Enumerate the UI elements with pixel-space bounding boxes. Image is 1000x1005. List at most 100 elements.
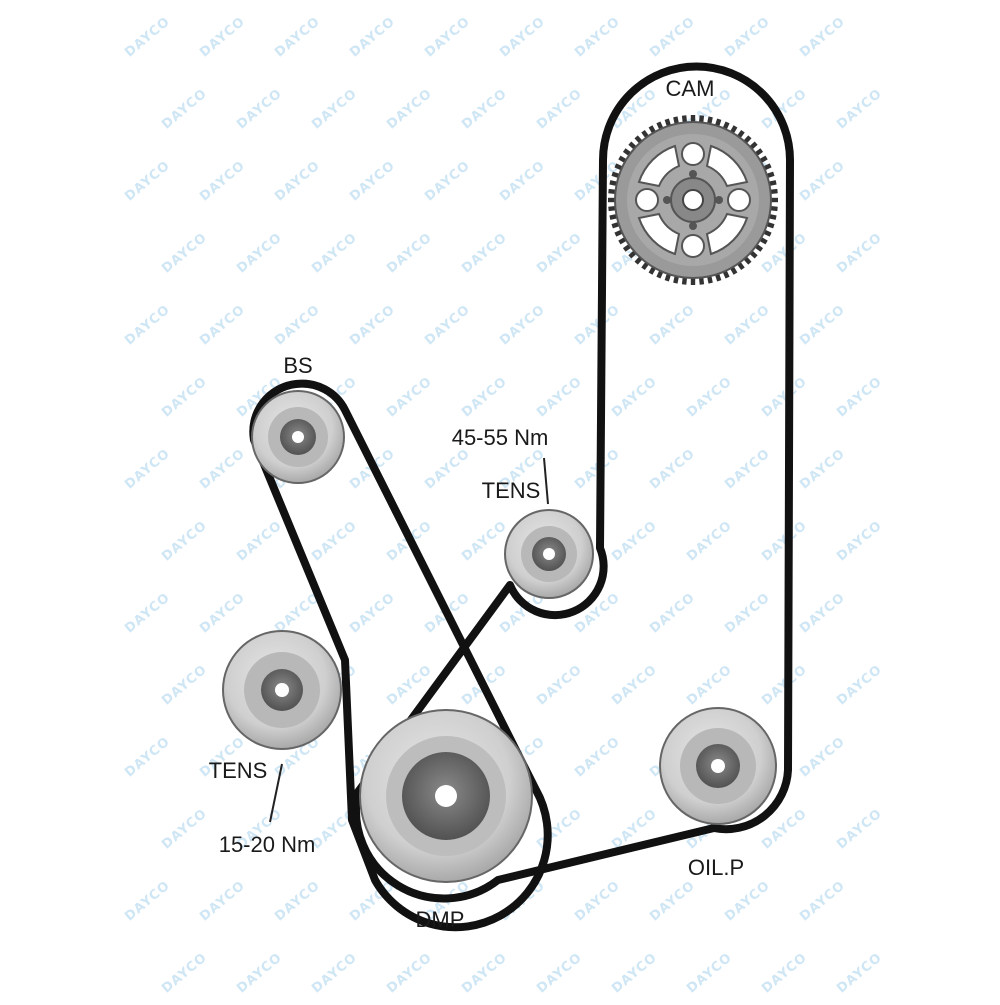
lower-tens-leader-line [269,763,283,823]
watermark-logo: DAYCO [197,158,248,204]
watermark-logo: DAYCO [234,518,285,564]
watermark-logo: DAYCO [722,878,773,924]
watermark-logo: DAYCO [459,518,510,564]
cam-window [635,188,659,212]
cam-window [727,188,751,212]
damper-pulley [359,709,533,883]
watermark-logo: DAYCO [647,14,698,60]
watermark-logo: DAYCO [834,230,885,276]
watermark-logo: DAYCO [834,806,885,852]
upper-tens-leader-line [543,457,549,505]
watermark-logo: DAYCO [347,14,398,60]
watermark-logo: DAYCO [684,662,735,708]
watermark-logo: DAYCO [347,302,398,348]
watermark-logo: DAYCO [272,878,323,924]
cam-gear-tooth [690,115,696,124]
cam-gear-tooth [690,276,696,285]
watermark-logo: DAYCO [309,86,360,132]
cam-window-slot [705,212,749,256]
watermark-logo: DAYCO [722,14,773,60]
balance-shaft-pulley [251,390,345,484]
watermark-logo: DAYCO [684,374,735,420]
watermark-logo: DAYCO [122,590,173,636]
watermark-logo: DAYCO [159,374,210,420]
watermark-logo: DAYCO [459,374,510,420]
watermark-logo: DAYCO [797,878,848,924]
watermark-logo: DAYCO [647,590,698,636]
watermark-logo: DAYCO [834,950,885,996]
watermark-logo: DAYCO [534,662,585,708]
watermark-logo: DAYCO [497,14,548,60]
watermark-logo: DAYCO [534,86,585,132]
watermark-logo: DAYCO [834,374,885,420]
watermark-logo: DAYCO [309,230,360,276]
watermark-logo: DAYCO [459,230,510,276]
watermark-logo: DAYCO [122,158,173,204]
oil-pump-pulley [659,707,777,825]
watermark-logo: DAYCO [722,446,773,492]
bs-label: BS [283,353,312,378]
watermark-logo: DAYCO [159,662,210,708]
watermark-logo: DAYCO [347,590,398,636]
watermark-logo: DAYCO [422,158,473,204]
watermark-logo: DAYCO [384,950,435,996]
cam-window-slot [637,212,681,256]
watermark-logo: DAYCO [309,518,360,564]
watermark-logo: DAYCO [759,374,810,420]
watermark-logo: DAYCO [534,950,585,996]
watermark-logo: DAYCO [609,950,660,996]
watermark-logo: DAYCO [459,950,510,996]
cam-window-slot [705,144,749,188]
watermark-logo: DAYCO [572,734,623,780]
watermark-logo: DAYCO [684,518,735,564]
watermark-logo: DAYCO [609,662,660,708]
watermark-logo: DAYCO [197,446,248,492]
cam-window [681,234,705,258]
watermark-logo: DAYCO [234,86,285,132]
cam-label: CAM [666,76,715,101]
watermark-logo: DAYCO [347,158,398,204]
watermark-logo: DAYCO [647,878,698,924]
watermark-logo: DAYCO [797,446,848,492]
watermark-logo: DAYCO [122,734,173,780]
watermark-logo: DAYCO [572,14,623,60]
watermark-logo: DAYCO [159,806,210,852]
watermark-logo: DAYCO [422,14,473,60]
watermark-logo: DAYCO [759,950,810,996]
watermark-logo: DAYCO [272,302,323,348]
lower-tensioner-pulley [222,630,342,750]
watermark-logo: DAYCO [797,734,848,780]
watermark-logo: DAYCO [234,950,285,996]
watermark-logo: DAYCO [122,446,173,492]
watermark-logo: DAYCO [497,302,548,348]
watermark-logo: DAYCO [422,446,473,492]
upper-tensioner-pulley [504,509,594,599]
watermark-logo: DAYCO [197,14,248,60]
watermark-logo: DAYCO [422,302,473,348]
watermark-logo: DAYCO [197,302,248,348]
watermark-logo: DAYCO [834,86,885,132]
watermark-logo: DAYCO [309,950,360,996]
watermark-logo: DAYCO [159,950,210,996]
watermark-logo: DAYCO [197,878,248,924]
watermark-logo: DAYCO [684,950,735,996]
watermark-logo: DAYCO [797,302,848,348]
watermark-logo: DAYCO [647,302,698,348]
watermark-logo: DAYCO [384,374,435,420]
watermark-logo: DAYCO [722,302,773,348]
cam-window-slot [637,144,681,188]
watermark-logo: DAYCO [384,86,435,132]
watermark-logo: DAYCO [234,230,285,276]
watermark-logo: DAYCO [122,302,173,348]
watermark-logo: DAYCO [759,230,810,276]
watermark-logo: DAYCO [647,446,698,492]
watermark-logo: DAYCO [272,14,323,60]
cam-window [681,142,705,166]
dmp-label: DMP [416,907,465,932]
watermark-logo: DAYCO [797,590,848,636]
watermark-logo: DAYCO [609,374,660,420]
upper-tens-label: TENS [482,478,541,503]
watermark-logo: DAYCO [159,518,210,564]
